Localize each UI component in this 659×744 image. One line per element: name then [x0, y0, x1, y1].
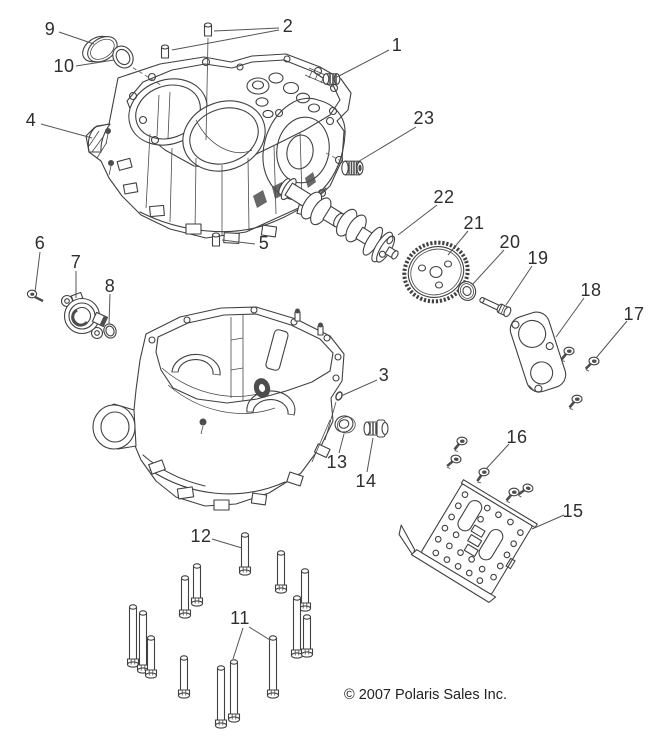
- crankcase-bolt: [290, 595, 304, 659]
- cylinder-bore: [182, 100, 266, 172]
- callout-20: 20: [499, 232, 521, 252]
- plug-14-drawing: [363, 419, 389, 438]
- washer-13-drawing: [334, 415, 356, 434]
- cam-bolt-drawing: [479, 297, 512, 318]
- left-flange: [87, 123, 111, 159]
- dowel-pin-2b: [203, 22, 213, 37]
- oil-pump-drawing: [60, 291, 109, 340]
- callout-21: 21: [463, 213, 485, 233]
- callout-1: 1: [391, 35, 403, 55]
- filler-boss: [246, 77, 270, 95]
- plug-1-drawing: [322, 73, 341, 85]
- callout-19: 19: [527, 248, 549, 268]
- callout-15: 15: [562, 501, 584, 521]
- crankcase-bolt: [238, 532, 252, 576]
- callout-7: 7: [70, 252, 82, 272]
- dowel-pin-2a: [160, 44, 170, 59]
- bearing-saddle: [171, 353, 221, 376]
- crankcase-bolt: [177, 655, 191, 699]
- copyright-text: © 2007 Polaris Sales Inc.: [344, 687, 508, 703]
- cam-gear-drawing: [402, 240, 470, 304]
- callout-12: 12: [190, 526, 212, 546]
- callout-8: 8: [104, 276, 116, 296]
- bearing-saddle: [246, 390, 296, 416]
- crankcase-bolt: [178, 575, 192, 619]
- crankcase-bolt: [300, 614, 314, 658]
- plug-23-drawing: [341, 160, 364, 176]
- callout-6: 6: [34, 233, 46, 253]
- callout-23: 23: [413, 108, 435, 128]
- output-tube: [92, 403, 137, 450]
- callout-4: 4: [25, 110, 37, 130]
- crankcase-bolt: [190, 563, 204, 607]
- crankcase-bolts: [126, 532, 314, 729]
- callout-3: 3: [378, 365, 390, 385]
- gasket-screws: [560, 345, 601, 411]
- screw-6-drawing: [26, 289, 44, 303]
- callout-5: 5: [258, 233, 270, 253]
- breather-plate-holes: [432, 491, 524, 584]
- crankcase-bolt: [214, 665, 228, 729]
- alignment-dash-plug: [325, 152, 344, 163]
- callout-10: 10: [53, 56, 75, 76]
- crankcase-bolt: [144, 635, 158, 679]
- crankcase-bolt: [136, 610, 150, 674]
- seal-ring-drawing: [112, 45, 134, 69]
- callout-9: 9: [44, 19, 56, 39]
- callout-13: 13: [326, 452, 348, 472]
- side-cover-face: [262, 97, 346, 201]
- o-ring-8-drawing: [103, 323, 117, 339]
- lower-crankcase-drawing: [92, 306, 345, 511]
- callout-17: 17: [623, 304, 645, 324]
- callout-2: 2: [282, 16, 294, 36]
- alignment-dash-seal: [126, 63, 165, 88]
- breather-plate-drawing: [398, 479, 538, 603]
- callout-14: 14: [355, 471, 377, 491]
- upper-crankcase-drawing: [85, 53, 352, 244]
- crankcase-bolt: [298, 568, 312, 612]
- callout-18: 18: [580, 280, 602, 300]
- pin-leader-line: [205, 37, 209, 141]
- crankcase-bolt: [274, 550, 288, 594]
- dowel-pin-5: [211, 232, 221, 247]
- callout-11: 11: [230, 608, 250, 628]
- callout-22: 22: [433, 187, 455, 207]
- crankcase-bolt: [227, 659, 241, 723]
- crankcase-bolt: [126, 604, 140, 668]
- gasket-drawing: [509, 311, 567, 393]
- camshaft-drawing: [278, 178, 399, 263]
- leader-lines: [34, 27, 628, 660]
- o-ring-3-drawing: [335, 391, 343, 401]
- washer-drawing: [457, 281, 477, 301]
- callout-16: 16: [506, 427, 528, 447]
- crankcase-bolt: [266, 635, 280, 699]
